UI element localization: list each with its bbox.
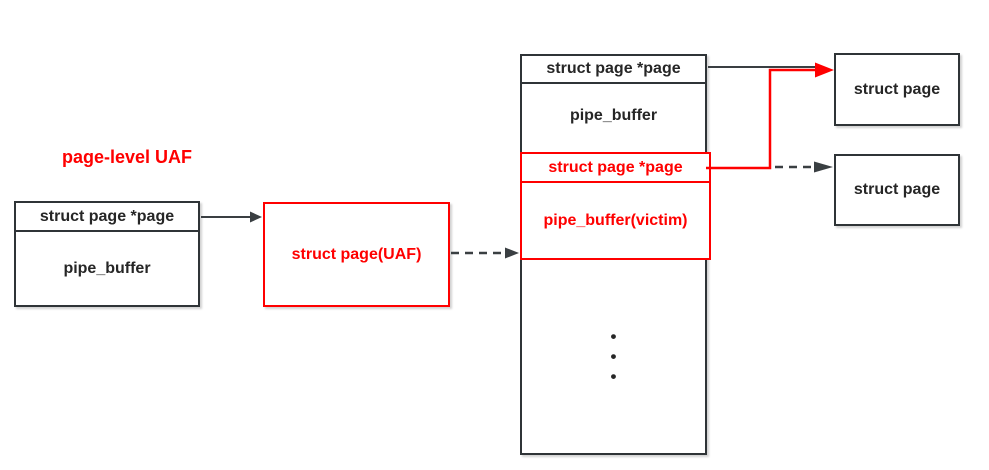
struct-page-uaf-box: struct page(UAF) bbox=[263, 202, 450, 307]
arrow-uaf-to-victim-dashed bbox=[451, 247, 519, 259]
ring-struct-page-pointer-cell: struct page *page bbox=[522, 56, 705, 84]
ellipsis-dots: • • • bbox=[522, 327, 705, 387]
arrow-dashed-victim-pointer bbox=[775, 161, 833, 173]
victim-struct-page-pointer-cell: struct page *page bbox=[522, 154, 709, 183]
arrow-red-hijacked-pointer bbox=[706, 62, 834, 170]
freed-pipe-buffer-cell: pipe_buffer bbox=[63, 259, 151, 277]
victim-pipe-buffer-cell: pipe_buffer(victim) bbox=[543, 211, 688, 229]
victim-section: struct page *page pipe_buffer(victim) bbox=[520, 152, 711, 260]
struct-page-box-top: struct page bbox=[834, 53, 960, 126]
ellipsis-dot: • bbox=[610, 367, 617, 386]
struct-page-box-bottom: struct page bbox=[834, 154, 960, 226]
ellipsis-dot: • bbox=[610, 347, 617, 366]
ring-pipe-buffer-cell: pipe_buffer bbox=[569, 107, 658, 124]
arrow-freed-to-uaf bbox=[201, 211, 262, 223]
freed-struct-page-pointer-cell: struct page *page bbox=[16, 203, 198, 232]
freed-pipe-buffer-box: struct page *page pipe_buffer bbox=[14, 201, 200, 307]
pipe-buffer-ring-box: struct page *page pipe_buffer struct pag… bbox=[520, 54, 711, 455]
page-level-uaf-label: page-level UAF bbox=[62, 147, 193, 167]
ellipsis-dot: • bbox=[610, 327, 617, 346]
